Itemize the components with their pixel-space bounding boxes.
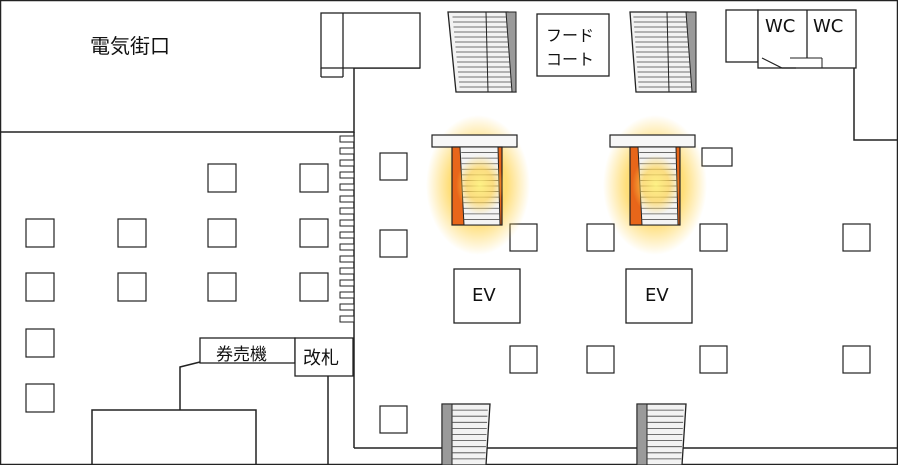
entrance-block <box>320 12 421 69</box>
pillar <box>842 345 871 374</box>
escalator-highlight-right <box>603 115 707 255</box>
pillar <box>25 383 55 413</box>
pillar <box>299 163 329 193</box>
turnstile <box>339 267 355 275</box>
elevator-right-box <box>625 268 693 324</box>
pillars <box>25 147 871 434</box>
pillar <box>701 147 733 167</box>
stairs-bottom-left <box>441 403 491 466</box>
turnstile <box>339 255 355 263</box>
elevator-left-label: EV <box>472 285 496 306</box>
pillar <box>207 218 237 248</box>
pillar <box>842 223 871 252</box>
food-court-label-line1: フード <box>546 26 595 45</box>
pillar <box>379 229 408 258</box>
elevator-left-box <box>453 268 521 324</box>
pillar <box>207 163 237 193</box>
stairs-top-right <box>629 11 697 93</box>
pillar <box>117 218 147 248</box>
turnstile-row <box>339 135 355 323</box>
turnstile <box>339 207 355 215</box>
wall-ticket-connector <box>179 361 201 410</box>
turnstile <box>339 291 355 299</box>
food-court-box <box>536 13 610 77</box>
pillar <box>379 405 408 434</box>
turnstile <box>339 243 355 251</box>
pillar <box>299 272 329 302</box>
pillar <box>699 345 728 374</box>
turnstile <box>339 183 355 191</box>
turnstile <box>339 279 355 287</box>
exit-label-electric-street: 電気街口 <box>90 34 170 58</box>
wc-vestibule <box>725 9 759 63</box>
pillar <box>586 223 615 252</box>
turnstile <box>339 315 355 323</box>
pillar <box>25 218 55 248</box>
turnstile <box>339 231 355 239</box>
turnstile <box>339 303 355 311</box>
ticket-gate-label: 改札 <box>303 348 339 369</box>
pillar <box>207 272 237 302</box>
pillar <box>299 218 329 248</box>
turnstile <box>339 195 355 203</box>
ticket-machine-label: 券売機 <box>216 345 267 365</box>
turnstile <box>339 135 355 143</box>
food-court-label-line2: コート <box>546 50 595 69</box>
turnstile <box>339 159 355 167</box>
turnstile <box>339 219 355 227</box>
wall-right-corridor <box>853 68 898 141</box>
pillar <box>379 152 408 181</box>
pillar <box>699 223 728 252</box>
ticket-gate-box <box>294 337 354 377</box>
turnstile <box>339 171 355 179</box>
wall-lower-left-room <box>91 409 257 465</box>
turnstile <box>339 147 355 155</box>
stairs-bottom-right <box>636 403 687 466</box>
wall-upper-left <box>0 67 420 133</box>
wc-right-label: WC <box>813 16 844 37</box>
pillar <box>509 345 538 374</box>
pillar <box>25 328 55 358</box>
escalator-highlight-left <box>426 115 530 255</box>
wc-left-label: WC <box>765 16 796 37</box>
elevator-right-label: EV <box>645 285 669 306</box>
pillar <box>117 272 147 302</box>
stairs-top-left <box>447 11 517 93</box>
pillar <box>25 272 55 302</box>
pillar <box>586 345 615 374</box>
